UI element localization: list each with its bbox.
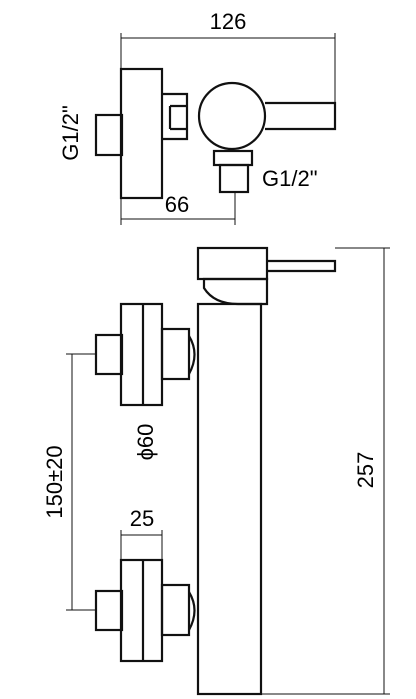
dimension-label-66: 66 xyxy=(165,192,189,217)
dimension-label-150: 150±20 xyxy=(42,445,67,518)
head-cap-front xyxy=(196,246,269,281)
outlet-stub-top xyxy=(218,163,250,194)
dimension-overall-height: 257 xyxy=(261,247,390,695)
lower-inlet-stub xyxy=(94,589,124,632)
lower-nut xyxy=(188,591,196,631)
lower-connector xyxy=(160,583,191,637)
dimension-overall-width: 126 xyxy=(120,9,336,103)
head-skirt-front xyxy=(202,277,269,306)
outlet-neck-top xyxy=(212,149,254,167)
upper-inlet-stub xyxy=(94,333,124,376)
flange-block-top xyxy=(119,67,164,200)
upper-inlet xyxy=(94,302,196,407)
dimension-inlet-spacing: 150±20 xyxy=(42,353,96,611)
front-view: 257 150±20 ϕ60 xyxy=(42,246,390,696)
lever-top xyxy=(265,101,337,131)
inlet-stub-top xyxy=(94,113,124,157)
mixer-body-front xyxy=(196,302,263,696)
connector-top xyxy=(162,92,189,141)
dimension-label-diameter: ϕ60 xyxy=(133,424,158,461)
upper-nut xyxy=(188,335,196,375)
dimension-label-25: 25 xyxy=(130,506,154,531)
upper-connector xyxy=(160,327,191,381)
dimension-offset-width: 66 xyxy=(120,192,236,225)
dimension-label-257: 257 xyxy=(353,452,378,489)
dimension-flange-width: 25 xyxy=(120,506,163,560)
lever-front xyxy=(267,259,337,273)
upper-flange xyxy=(119,302,164,407)
dimension-label-126: 126 xyxy=(210,9,247,34)
lower-flange xyxy=(119,558,164,663)
inlet-thread-label: G1/2" xyxy=(58,105,83,161)
outlet-thread-label: G1/2" xyxy=(262,166,318,191)
mixer-body-top xyxy=(197,81,267,151)
top-view: 126 G1/2" G1/2" 66 xyxy=(58,9,337,225)
lower-inlet xyxy=(94,558,196,663)
